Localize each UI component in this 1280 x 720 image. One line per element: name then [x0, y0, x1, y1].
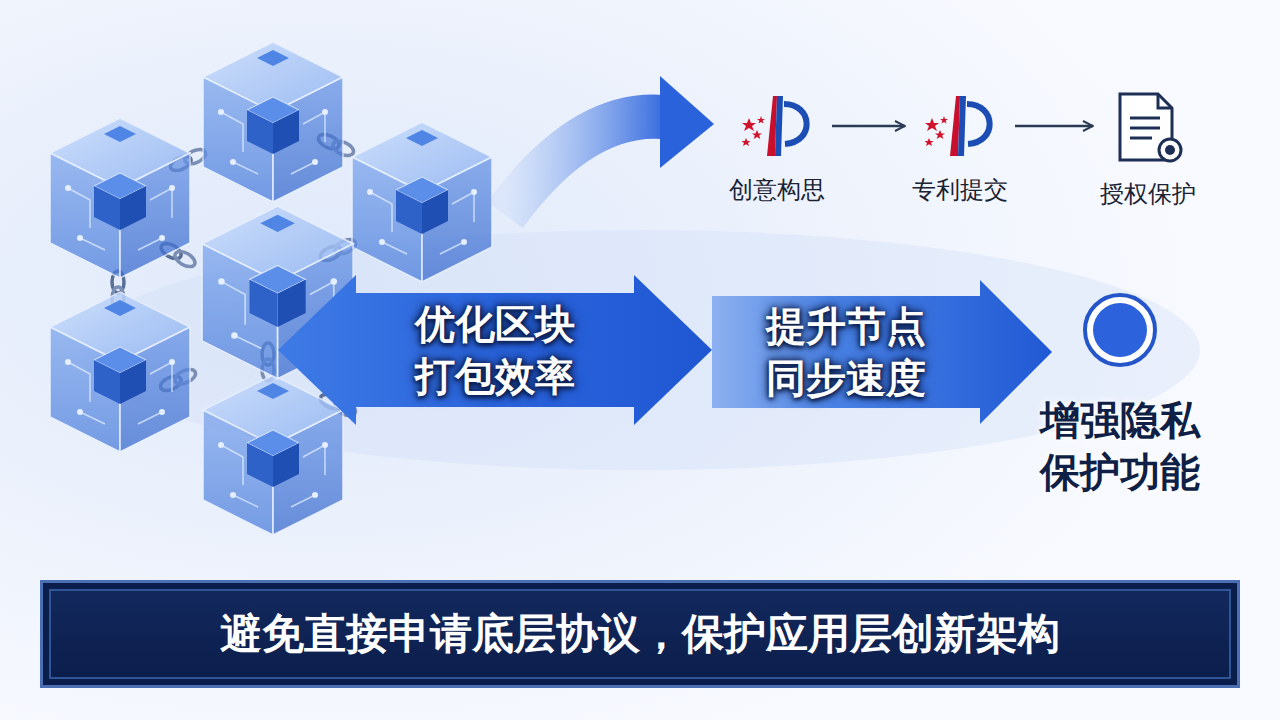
- node-label: 提升节点 同步速度: [758, 300, 934, 404]
- arrow-text-holder: 优化区块 打包效率: [356, 275, 634, 425]
- node-label: 专利提交: [912, 176, 1008, 205]
- process-arrow: 优化区块 打包效率: [278, 275, 712, 425]
- feature-circle: 增强隐私 保护功能: [1010, 292, 1230, 498]
- flow-connector: [832, 125, 905, 128]
- step-icon: 授权保护: [1093, 90, 1203, 209]
- privacy-circle-icon-part: [1093, 303, 1147, 357]
- patent-emblem-icon-part: [925, 118, 939, 131]
- patent-emblem-icon-part: [935, 130, 945, 139]
- summary-banner: 避免直接申请底层协议，保护应用层创新架构: [40, 580, 1240, 688]
- patent-emblem-icon-part: [742, 118, 756, 131]
- patent-emblem-icon-part: [775, 96, 783, 156]
- patent-emblem-icon-part: [940, 116, 948, 124]
- flow-connector: [1015, 125, 1093, 128]
- arrow-shape: [712, 280, 1052, 424]
- document-icon-part: [1165, 145, 1175, 155]
- node-label: 创意构思: [729, 176, 825, 205]
- node-label: 优化区块 打包效率: [407, 298, 583, 402]
- document-icon-part: [1158, 94, 1172, 108]
- patent-emblem-icon: [737, 90, 817, 162]
- curved-arrow: [505, 76, 714, 215]
- privacy-circle-icon: [1082, 292, 1158, 368]
- node-label: 授权保护: [1100, 180, 1196, 209]
- patent-emblem-icon-part: [752, 130, 762, 139]
- step-icon: 创意构思: [722, 90, 832, 205]
- document-icon-part: [1130, 117, 1160, 120]
- patent-emblem-icon-part: [742, 138, 751, 146]
- step-icon: 专利提交: [905, 90, 1015, 205]
- node-label: 避免直接申请底层协议，保护应用层创新架构: [220, 609, 1060, 659]
- process-arrow: 提升节点 同步速度: [712, 280, 1052, 424]
- document-icon-part: [1159, 139, 1181, 161]
- node-label: 增强隐私 保护功能: [1032, 394, 1208, 498]
- arrow-shape-part: [712, 280, 1052, 424]
- document-icon: [1112, 90, 1184, 166]
- patent-emblem-icon-part: [757, 116, 765, 124]
- patent-emblem-icon-part: [925, 138, 934, 146]
- arrow-text-holder: 提升节点 同步速度: [712, 280, 980, 424]
- document-icon-part: [1130, 137, 1152, 140]
- arrow-shape-part: [278, 275, 712, 425]
- privacy-circle-icon-part: [1085, 295, 1155, 365]
- patent-emblem-icon-part: [967, 104, 990, 144]
- patent-emblem-icon-part: [958, 96, 966, 156]
- document-icon-part: [1130, 127, 1160, 130]
- patent-emblem-icon: [920, 90, 1000, 162]
- patent-emblem-icon-part: [784, 104, 807, 144]
- block-cubes: [50, 42, 492, 535]
- arrow-shape: [278, 275, 712, 425]
